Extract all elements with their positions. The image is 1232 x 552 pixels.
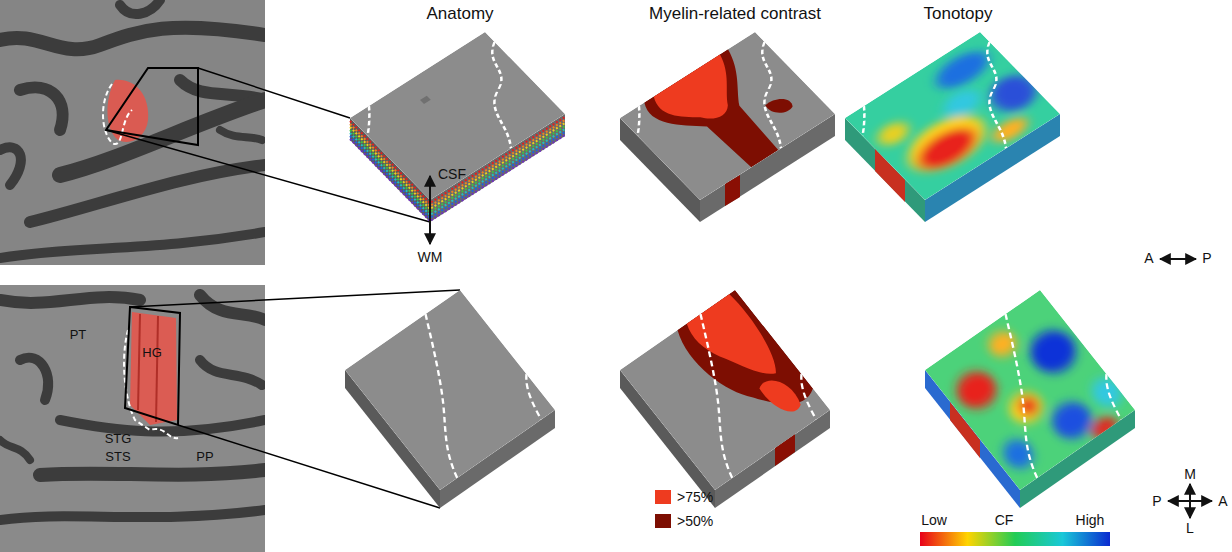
slab-tonotopy-top — [845, 30, 1063, 222]
label: Anatomy — [426, 4, 493, 24]
label: M — [1184, 466, 1196, 482]
slab-anatomy-top — [350, 32, 565, 222]
label: STG — [105, 432, 132, 447]
legend-swatch — [655, 490, 671, 504]
label: STS — [105, 450, 130, 465]
label: PP — [196, 450, 213, 465]
legend-text: >50% — [677, 513, 713, 529]
label: Myelin-related contrast — [649, 4, 821, 24]
label: A — [1144, 250, 1153, 266]
label: P — [1152, 493, 1161, 509]
surface-bottom — [0, 285, 265, 552]
label: L — [1186, 520, 1194, 536]
legend-swatch — [655, 514, 671, 528]
label: Tonotopy — [924, 4, 993, 24]
label: P — [1202, 250, 1211, 266]
label: Low — [921, 512, 947, 528]
slab-myelin-top — [620, 32, 835, 222]
label: CSF — [438, 166, 466, 182]
label: PT — [70, 328, 87, 343]
slab-anatomy-bottom — [345, 290, 555, 508]
label: A — [1218, 493, 1227, 509]
slab-myelin-bottom — [620, 290, 830, 508]
label: CF — [995, 512, 1014, 528]
label: High — [1076, 512, 1105, 528]
legend-text: >75% — [677, 489, 713, 505]
label: WM — [418, 249, 443, 265]
colorbar — [920, 532, 1110, 546]
label: HG — [142, 346, 162, 361]
surface-top — [0, 0, 265, 265]
slab-tonotopy-bottom — [925, 288, 1141, 508]
